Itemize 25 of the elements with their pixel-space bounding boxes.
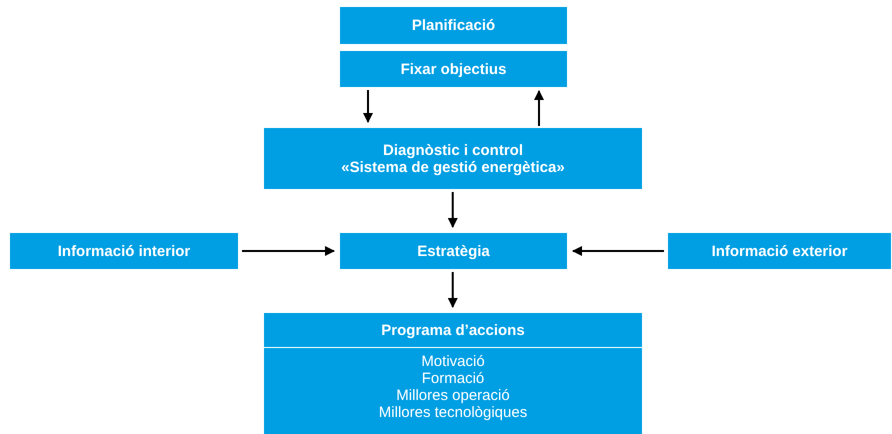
- box-label: «Sistema de gestió energètica»: [341, 158, 565, 176]
- process-box: [264, 313, 642, 434]
- box-label: Estratègia: [417, 242, 490, 260]
- box-label: Informació exterior: [712, 242, 848, 260]
- list-item: Millores tecnològiques: [378, 404, 528, 421]
- process-box: [340, 7, 567, 44]
- box-label: Informació interior: [58, 242, 190, 260]
- box-label: Fixar objectius: [400, 60, 506, 78]
- arrow: [242, 246, 335, 256]
- process-box: [668, 233, 891, 269]
- box-label: Diagnòstic i control: [382, 142, 523, 158]
- arrow: [448, 192, 458, 228]
- process-box: [264, 128, 642, 189]
- arrow: [448, 272, 458, 308]
- arrow: [363, 90, 373, 123]
- list-item: Formació: [420, 370, 486, 387]
- process-box: [340, 233, 567, 269]
- process-box: [340, 51, 567, 87]
- arrow: [534, 90, 544, 126]
- process-box: [10, 233, 238, 269]
- list-item: Millores operació: [395, 387, 511, 404]
- box-label: Planificació: [412, 17, 496, 34]
- list-item: Motivació: [420, 353, 486, 370]
- arrow: [572, 246, 664, 256]
- box-heading: Programa d’accions: [264, 313, 642, 348]
